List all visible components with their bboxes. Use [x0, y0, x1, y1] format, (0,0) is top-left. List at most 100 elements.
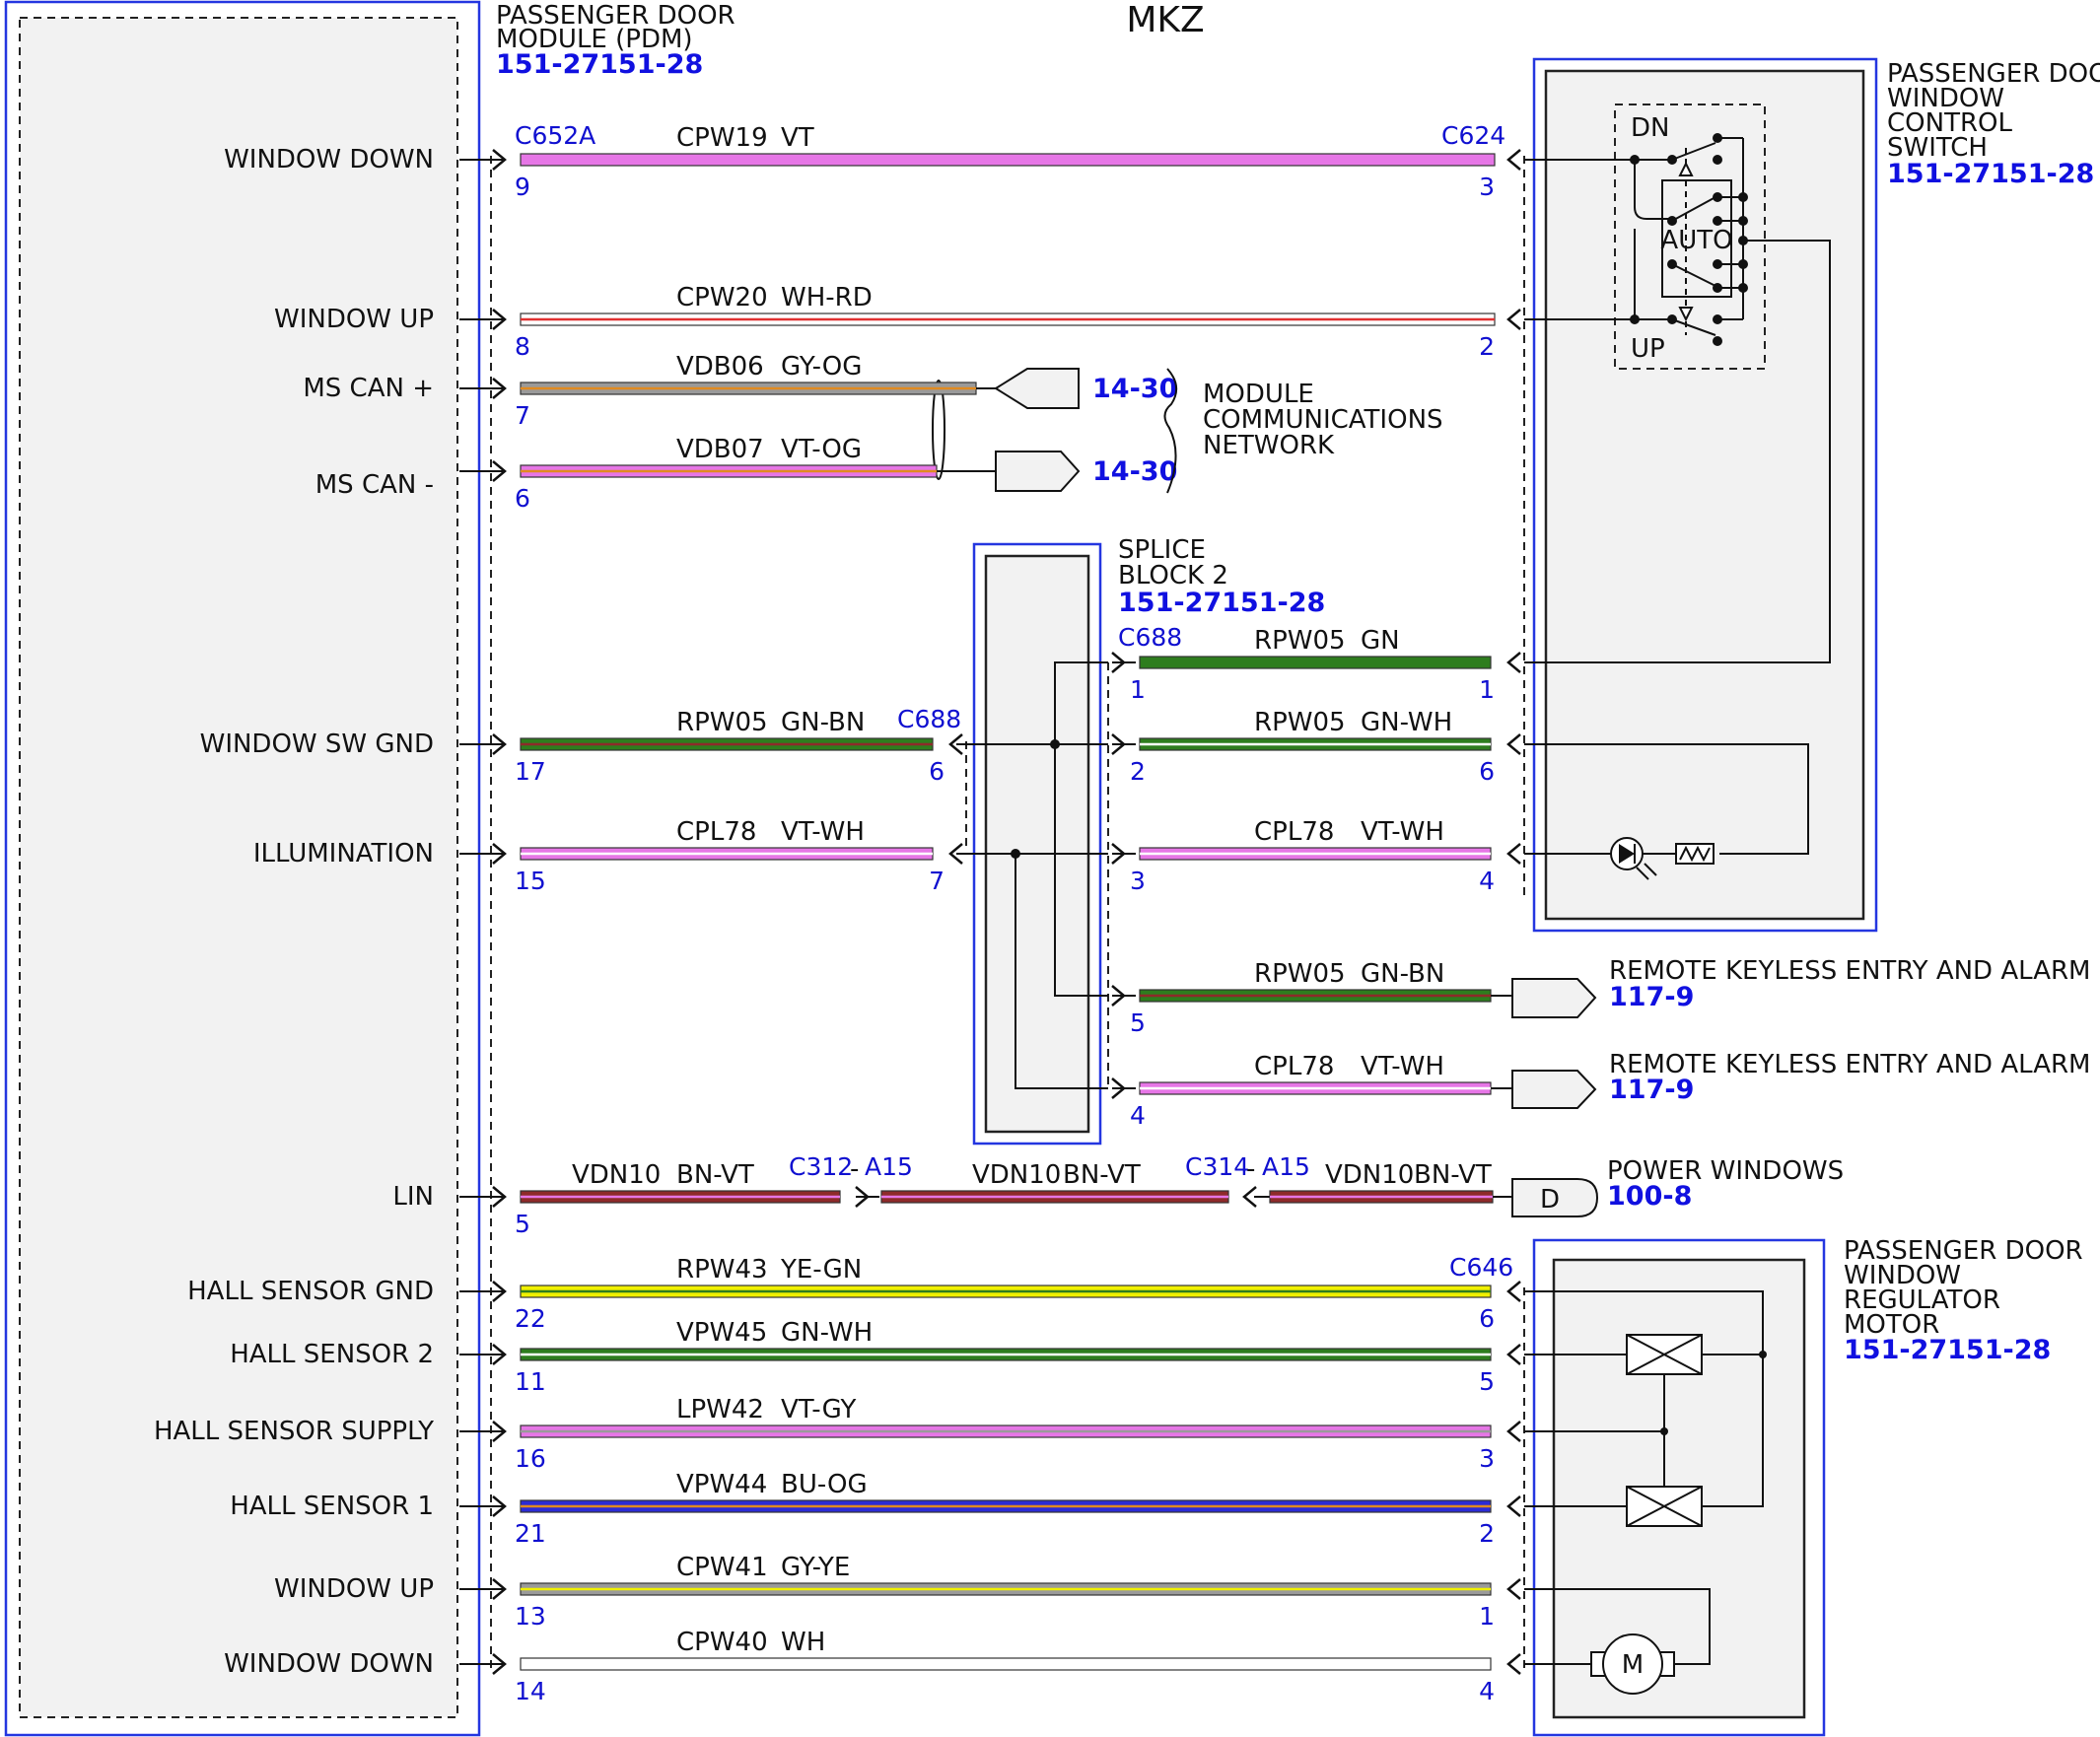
signal-12-color: WH [781, 1628, 825, 1657]
motor-ref[interactable]: 151-27151-28 [1844, 1335, 2051, 1365]
signal-2-pdm-arrow [492, 378, 507, 399]
signal-5-color: VT-WH [781, 817, 865, 847]
signal-11-circuit: CPW41 [676, 1553, 768, 1582]
signal-8-far-arrow [1506, 1344, 1521, 1365]
signal-11-wire [520, 1582, 1492, 1596]
c312-dash: - [850, 1154, 859, 1184]
signal-3-color: VT-OG [781, 435, 862, 464]
signal-10-color: BU-OG [781, 1470, 868, 1499]
splice-body [984, 554, 1090, 1134]
signal-10-pdm-arrow [492, 1495, 507, 1517]
signal-6-circuit: VDN10 [572, 1160, 661, 1190]
splice-ref[interactable]: 151-27151-28 [1118, 588, 1325, 618]
switch-ref[interactable]: 151-27151-28 [1887, 159, 2094, 189]
signal-2-color: GY-OG [781, 352, 862, 382]
signal-7-circuit: RPW43 [676, 1255, 768, 1285]
signal-4-wire [520, 737, 934, 751]
splice-out-1-far-pin: 6 [1479, 757, 1495, 786]
signal-7-label: HALL SENSOR GND [187, 1277, 434, 1306]
splice-out-4-pin: 4 [1130, 1101, 1146, 1130]
switch-connector-label: C624 [1441, 121, 1505, 150]
rke-callouts: REMOTE KEYLESS ENTRY AND ALARM 117-9 REM… [1511, 956, 2091, 1217]
splice-out-3-pin: 5 [1130, 1008, 1146, 1037]
signal-11-pdm-arrow [492, 1578, 507, 1600]
splice-out-1-color: GN-WH [1361, 708, 1452, 737]
motor-name-line-4: MOTOR [1844, 1310, 1939, 1340]
signal-9-label: HALL SENSOR SUPPLY [154, 1417, 434, 1446]
motor-symbol: M [1622, 1650, 1644, 1680]
signal-4-pin: 17 [515, 757, 546, 786]
rke2-ref[interactable]: 117-9 [1609, 1075, 1694, 1105]
splice-out-0-pin: 1 [1130, 675, 1146, 704]
c314-dash: - [1246, 1154, 1255, 1184]
splice-out-2-far-arrow [1506, 843, 1521, 865]
signal-5-splice-pin: 7 [929, 867, 945, 895]
signal-1-color: WH-RD [781, 283, 873, 313]
network-ref-2[interactable]: 14-30 [1092, 456, 1177, 487]
signal-11-pin: 13 [515, 1602, 546, 1631]
signal-0-label: WINDOW DOWN [224, 145, 434, 174]
signal-11-label: WINDOW UP [274, 1574, 434, 1604]
signal-0-circuit: CPW19 [676, 123, 768, 153]
hall-sensor-2-icon [1626, 1334, 1703, 1375]
switch-up-label: UP [1631, 334, 1665, 364]
power-windows-ref[interactable]: 100-8 [1607, 1181, 1692, 1212]
signal-7-pin: 22 [515, 1304, 546, 1333]
signal-2-circuit: VDB06 [676, 352, 764, 382]
signal-12-label: WINDOW DOWN [224, 1649, 434, 1679]
power-windows-label: POWER WINDOWS [1607, 1156, 1844, 1186]
splice-illum-node [1011, 849, 1020, 859]
switch-dn-label: DN [1631, 113, 1669, 143]
signal-6-pdm-arrow [492, 1186, 507, 1208]
signal-3-wire [520, 464, 938, 478]
signal-9-color: VT-GY [781, 1395, 856, 1424]
can-minus-offpage-connector [995, 451, 1081, 492]
signal-6-seg3-circuit: VDN10 [1325, 1160, 1414, 1190]
signal-0-far-pin: 3 [1479, 173, 1495, 201]
signal-6-c314-arrow [1242, 1186, 1257, 1208]
signal-8-wire [520, 1348, 1492, 1361]
signal-0-wire [520, 153, 1496, 167]
signal-8-pdm-arrow [492, 1344, 507, 1365]
signal-3-label: MS CAN - [315, 470, 434, 500]
splice-name-line-2: BLOCK 2 [1118, 561, 1228, 591]
signal-5-pdm-arrow [492, 843, 507, 865]
illumination-led-icon [1610, 837, 1676, 880]
diagram-title: MKZ [1126, 0, 1204, 40]
splice-out-4-color: VT-WH [1361, 1052, 1444, 1081]
signal-5-wire [520, 847, 934, 861]
signal-4-splice-arrow [948, 733, 963, 755]
signal-9-wire [520, 1424, 1492, 1438]
signal-8-label: HALL SENSOR 2 [230, 1340, 434, 1369]
rke1-ref[interactable]: 117-9 [1609, 982, 1694, 1012]
signal-1-wire [520, 313, 1496, 326]
switch-name-line-4: SWITCH [1887, 133, 1988, 163]
pdm-body [20, 18, 457, 1717]
network-brace [1163, 368, 1178, 494]
signal-5-label: ILLUMINATION [253, 839, 434, 868]
signal-6-label: LIN [392, 1182, 434, 1212]
splice-block: SPLICE BLOCK 2 151-27151-28 C688 C688 [897, 535, 1325, 1146]
splice-out-1-wire [1139, 737, 1492, 751]
signal-3-circuit: VDB07 [676, 435, 764, 464]
splice-out-4-circuit: CPL78 [1254, 1052, 1334, 1081]
splice-out-1-far-arrow [1506, 733, 1521, 755]
splice-out-1-circuit: RPW05 [1254, 708, 1346, 737]
network-ref-1[interactable]: 14-30 [1092, 374, 1177, 404]
switch-blue-outline [1532, 57, 1878, 933]
splice-blue-outline [972, 542, 1102, 1146]
pdm-dashed-outline [19, 17, 458, 1718]
switch-ground-lead [1524, 240, 1831, 663]
switch-name-line-2: WINDOW [1887, 84, 2004, 113]
splice-out-3-wire [1139, 989, 1492, 1003]
splice-connector-right-label: C688 [1118, 623, 1182, 652]
signal-0-color: VT [781, 123, 814, 153]
pdm-ref[interactable]: 151-27151-28 [496, 49, 703, 80]
pdm-name-line-2: MODULE (PDM) [496, 25, 693, 54]
rke1-label: REMOTE KEYLESS ENTRY AND ALARM [1609, 956, 2091, 986]
hall-sensor-1-icon [1626, 1486, 1703, 1527]
signal-6-color: BN-VT [676, 1160, 754, 1190]
signal-4-splice-pin: 6 [929, 757, 945, 786]
signal-8-far-pin: 5 [1479, 1367, 1495, 1396]
signal-11-far-pin: 1 [1479, 1602, 1495, 1631]
